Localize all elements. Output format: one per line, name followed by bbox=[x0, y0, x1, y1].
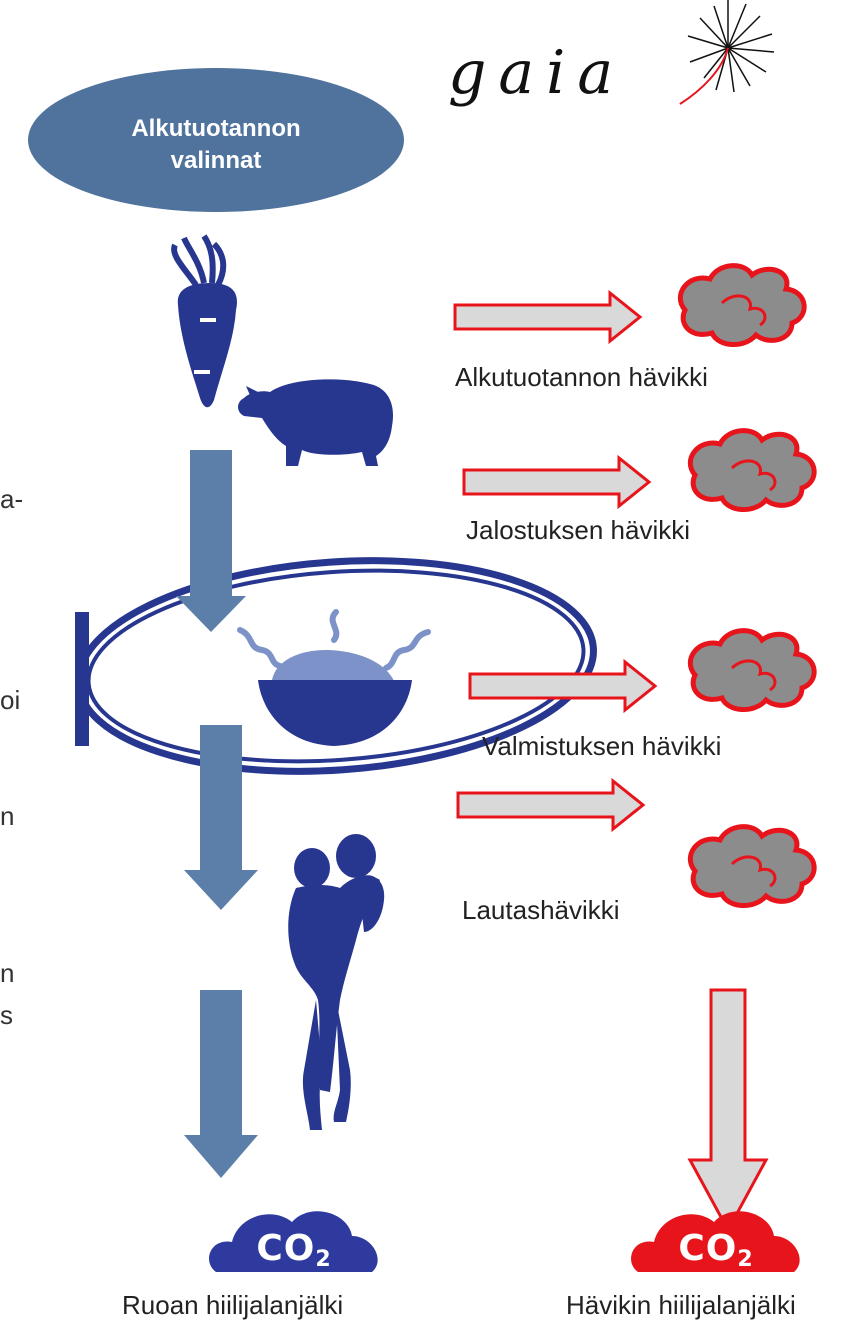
waste-cloud-3 bbox=[690, 631, 814, 710]
output-label-food-footprint: Ruoan hiilijalanjälki bbox=[122, 1290, 343, 1321]
stage-label-plate: Lautashävikki bbox=[462, 895, 620, 926]
pig-icon bbox=[238, 379, 393, 466]
carrot-icon bbox=[174, 236, 237, 407]
waste-arrow-2 bbox=[464, 458, 649, 506]
cropped-text-fragment: oi bbox=[0, 685, 20, 716]
co2-badge-food: CO2 bbox=[244, 1228, 344, 1272]
start-node-line2: valinnat bbox=[28, 145, 404, 177]
flow-arrow-1 bbox=[176, 450, 246, 632]
waste-arrow-down bbox=[690, 990, 766, 1230]
flow-arrow-3 bbox=[184, 990, 258, 1178]
cropped-text-fragment: a- bbox=[0, 484, 23, 515]
start-node-line1: Alkutuotannon bbox=[28, 113, 404, 145]
waste-arrow-4 bbox=[458, 781, 643, 829]
cropped-text-fragment: s bbox=[0, 1000, 13, 1031]
cropped-text-fragment: n bbox=[0, 801, 14, 832]
start-node-label: Alkutuotannon valinnat bbox=[28, 113, 404, 177]
waste-cloud-1 bbox=[680, 266, 804, 345]
co2-badge-waste: CO2 bbox=[666, 1228, 766, 1272]
gaia-starburst-icon bbox=[680, 0, 774, 104]
output-label-waste-footprint: Hävikin hiilijalanjälki bbox=[566, 1290, 796, 1321]
stage-label-cooking: Valmistuksen hävikki bbox=[482, 731, 721, 762]
cropped-text-fragment: n bbox=[0, 958, 14, 989]
waste-cloud-2 bbox=[690, 431, 814, 510]
waste-cloud-4 bbox=[690, 827, 814, 906]
stage-label-primary-production: Alkutuotannon hävikki bbox=[455, 362, 708, 393]
waste-arrow-1 bbox=[455, 293, 640, 341]
mother-child-icon bbox=[288, 834, 384, 1130]
stage-label-processing: Jalostuksen hävikki bbox=[466, 515, 690, 546]
gaia-logo-text: gaia bbox=[448, 38, 625, 108]
